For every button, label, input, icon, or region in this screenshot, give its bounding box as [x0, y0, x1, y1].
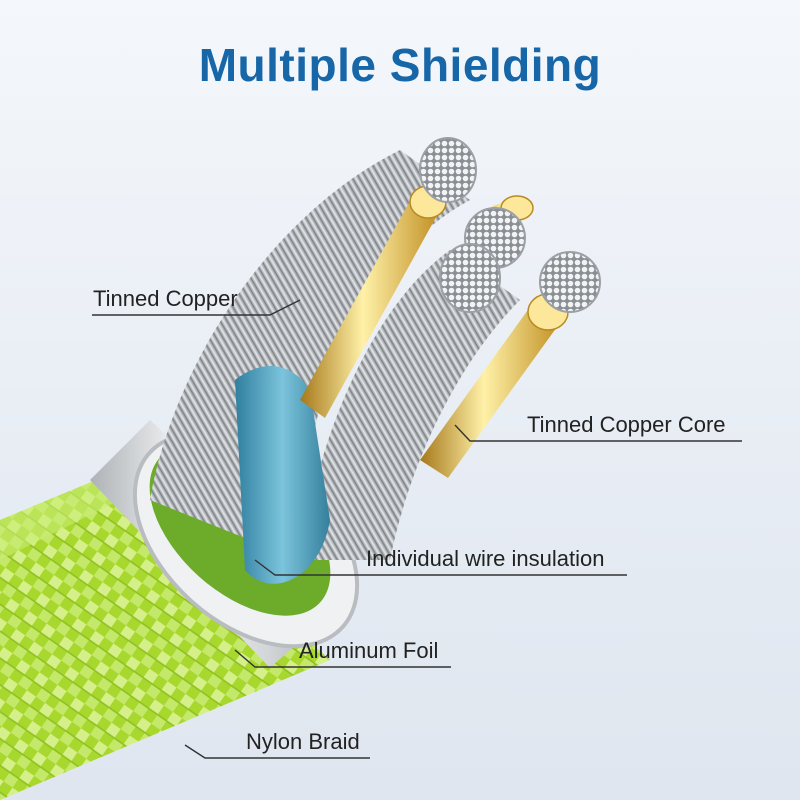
- copper-core-2: [420, 300, 562, 478]
- label-individual-wire-insulation: Individual wire insulation: [366, 546, 605, 571]
- label-tinned-copper-core: Tinned Copper Core: [527, 412, 726, 437]
- leader-nylon-braid: [184, 744, 370, 759]
- label-aluminum-foil: Aluminum Foil: [299, 638, 439, 663]
- page-title: Multiple Shielding: [198, 39, 602, 91]
- leader-copper-core: [454, 424, 742, 442]
- copper-core-1: [300, 192, 440, 418]
- label-tinned-copper: Tinned Copper: [93, 286, 238, 311]
- label-nylon-braid: Nylon Braid: [246, 729, 360, 754]
- leader-tinned-copper: [92, 299, 301, 316]
- nylon-braid-jacket: [0, 470, 330, 800]
- leader-insulation: [254, 559, 627, 576]
- leader-aluminum-foil: [234, 649, 451, 668]
- wire-insulation: [235, 366, 330, 584]
